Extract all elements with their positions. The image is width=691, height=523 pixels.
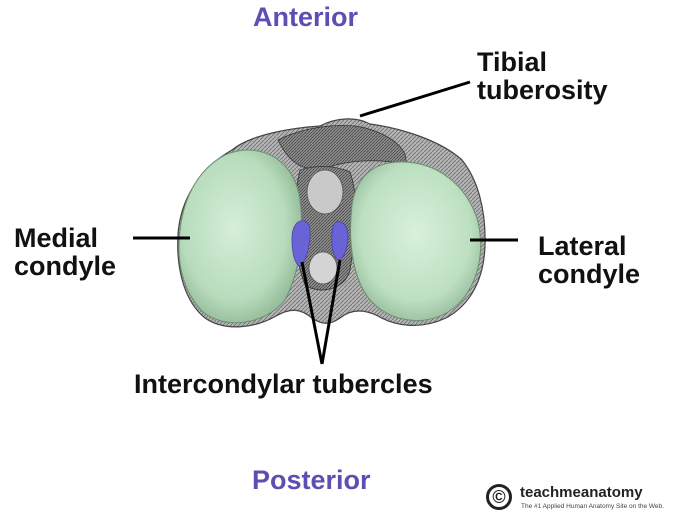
anterior-label: Anterior bbox=[253, 2, 358, 33]
medial-condyle-surface bbox=[179, 150, 302, 323]
lateral-condyle-line-2: condyle bbox=[538, 260, 640, 288]
lateral-condyle-label: Lateral condyle bbox=[538, 232, 640, 289]
tibial-tuberosity-label: Tibial tuberosity bbox=[477, 48, 608, 105]
posterior-label: Posterior bbox=[252, 465, 371, 496]
tibial-tuberosity-line-2: tuberosity bbox=[477, 76, 608, 104]
posterior-notch bbox=[309, 252, 337, 284]
tibial-tuberosity-leader bbox=[360, 82, 470, 116]
logo-tagline: The #1 Applied Human Anatomy Site on the… bbox=[521, 503, 664, 510]
medial-condyle-line-2: condyle bbox=[14, 252, 116, 280]
copyright-icon: © bbox=[486, 484, 512, 510]
tibial-tuberosity-line-1: Tibial bbox=[477, 48, 608, 76]
teachmeanatomy-logo: © teachmeanatomy The #1 Applied Human An… bbox=[486, 484, 686, 516]
intercondylar-tubercles-label: Intercondylar tubercles bbox=[134, 370, 433, 398]
logo-name: teachmeanatomy bbox=[520, 484, 643, 501]
intercondylar-bump bbox=[307, 170, 343, 214]
medial-condyle-label: Medial condyle bbox=[14, 224, 116, 281]
medial-condyle-line-1: Medial bbox=[14, 224, 116, 252]
lateral-condyle-line-1: Lateral bbox=[538, 232, 640, 260]
